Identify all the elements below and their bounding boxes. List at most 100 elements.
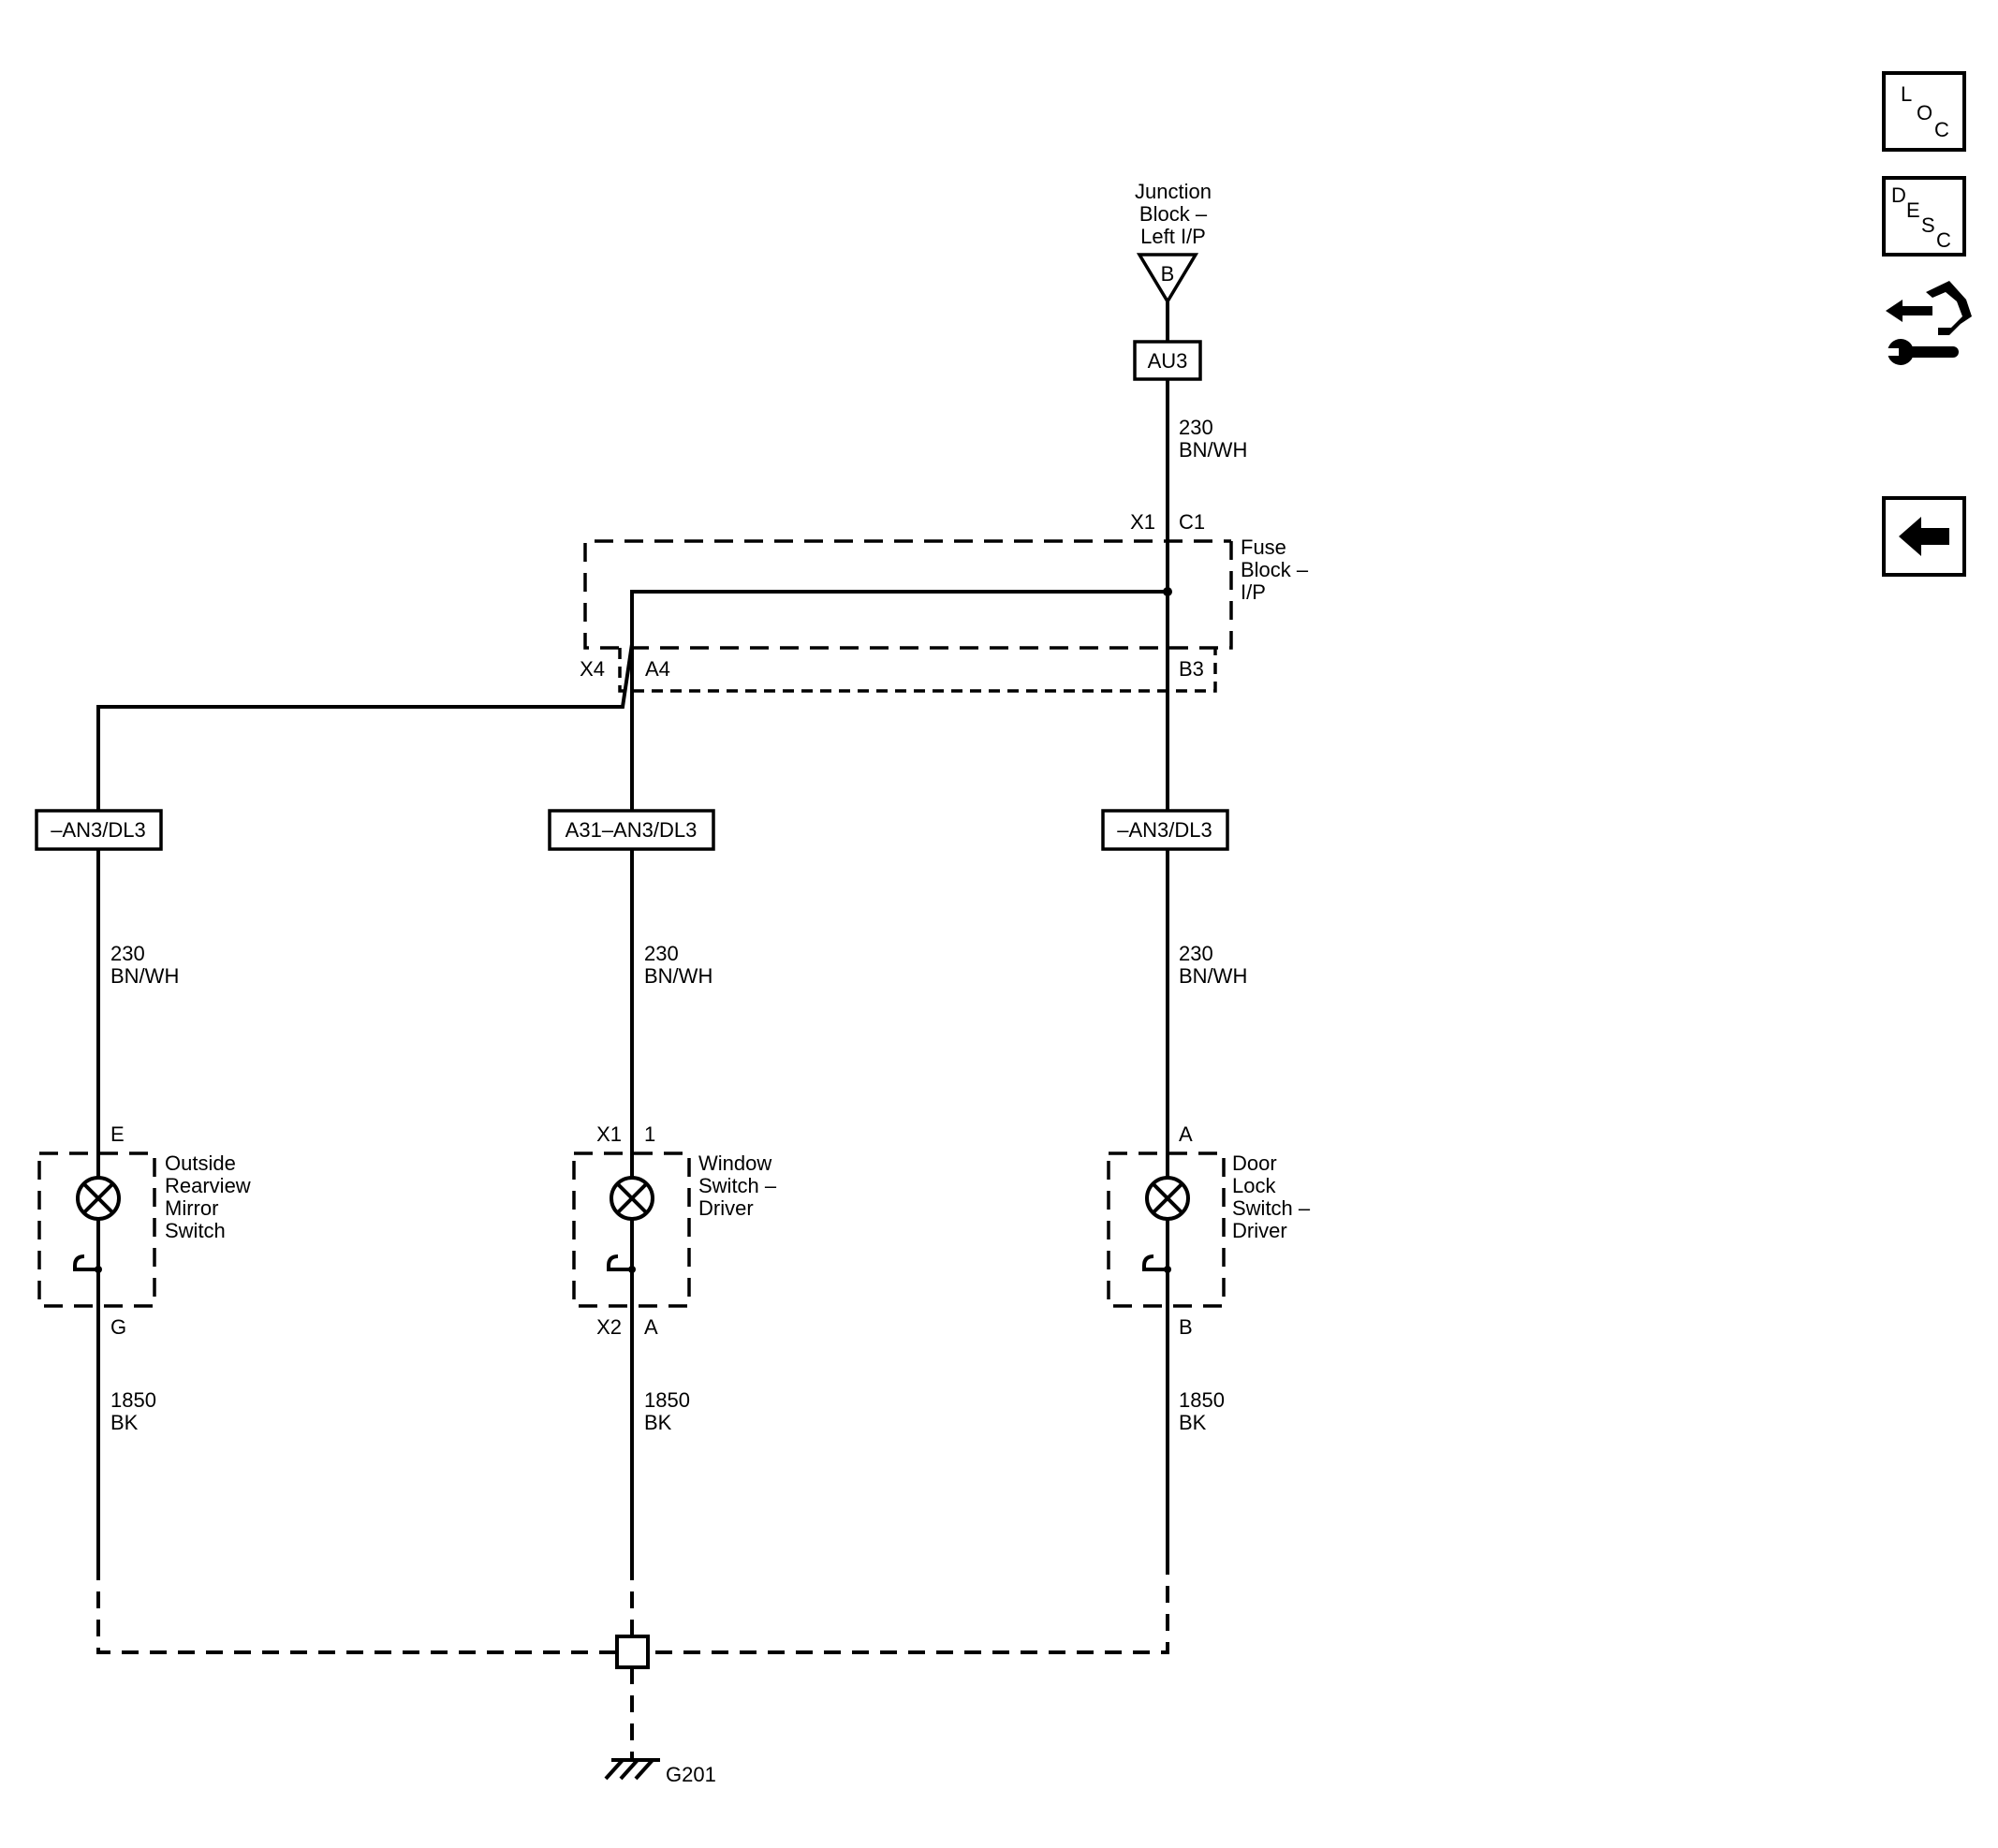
junction-block-pin: B	[1161, 262, 1175, 286]
left-label-2: Rearview	[165, 1174, 251, 1197]
wrench-handle	[1901, 346, 1959, 358]
right-label-2: Lock	[1232, 1174, 1276, 1197]
wire-left-upper-color: BN/WH	[110, 964, 179, 988]
desc-letter-s: S	[1921, 213, 1935, 237]
fuse-block-in-connector: X1	[1130, 510, 1155, 534]
fuse-block-label-3: I/P	[1241, 580, 1266, 604]
fuse-block-out-connector-a: X4	[580, 657, 605, 681]
fuse-block-label-2: Block –	[1241, 558, 1309, 581]
fuse-block-outline	[583, 539, 1233, 650]
back-arrow-shape	[1899, 517, 1949, 556]
loc-button[interactable]: L O C	[1882, 71, 1966, 152]
junction-block-label-2: Block –	[1139, 202, 1208, 226]
left-illumination-return-icon	[73, 1254, 98, 1271]
middle-bottom-connector: X2	[596, 1315, 622, 1339]
ground-tick-3	[634, 1758, 654, 1781]
fuse-block-label-1: Fuse	[1241, 535, 1286, 559]
left-node-dot	[95, 1266, 102, 1273]
left-component-outline	[37, 1151, 156, 1308]
junction-block-label-1: Junction	[1135, 180, 1212, 203]
ground-tick-2	[619, 1758, 639, 1781]
middle-top-connector: X1	[596, 1122, 622, 1146]
right-node-dot	[1164, 1266, 1171, 1273]
connector-arrow-left	[1886, 300, 1932, 322]
left-lamp-x2	[82, 1182, 114, 1214]
wire-right-lower-circuit: 1850	[1179, 1388, 1225, 1412]
middle-top-pin: 1	[644, 1122, 655, 1146]
ground-splice-box	[615, 1635, 650, 1669]
ground-tick-1	[604, 1758, 624, 1781]
right-lamp-x2	[1152, 1182, 1183, 1214]
connector-left-label: –AN3/DL3	[51, 818, 146, 842]
wire-fuse-internal-bus	[630, 590, 1168, 820]
wire-middle-upper-color: BN/WH	[644, 964, 713, 988]
ground-symbol-icon	[604, 1758, 660, 1781]
loc-letter-o: O	[1917, 101, 1932, 125]
wire-top-color: BN/WH	[1179, 438, 1247, 462]
connector-hand-shape	[1926, 281, 1972, 335]
right-illumination-return-icon	[1142, 1254, 1168, 1271]
connector-au3	[1133, 340, 1202, 381]
wire-left-lower-circuit: 1850	[110, 1388, 156, 1412]
connector-right-label: –AN3/DL3	[1117, 818, 1212, 842]
wire-x4-branch	[96, 643, 634, 820]
wire-middle-lower-color: BK	[644, 1411, 672, 1434]
component-window-switch-driver: X1 1 Window Switch – Driver X2 A	[572, 1122, 777, 1339]
left-bottom-pin: G	[110, 1315, 126, 1339]
middle-illumination-return-icon	[607, 1254, 632, 1271]
connector-tool-icon[interactable]	[1886, 281, 1972, 365]
component-door-lock-switch-driver: A Door Lock Switch – Driver B	[1107, 1122, 1311, 1339]
right-label-4: Driver	[1232, 1219, 1287, 1242]
right-bottom-pin: B	[1179, 1315, 1193, 1339]
connector-right	[1101, 809, 1229, 851]
connector-au3-label: AU3	[1148, 349, 1188, 373]
fuse-block-in-pin: C1	[1179, 510, 1205, 534]
right-label-1: Door	[1232, 1151, 1277, 1175]
fuse-block-out-pin-b: B3	[1179, 657, 1204, 681]
desc-button[interactable]: D E S C	[1882, 176, 1966, 257]
loc-letter-l: L	[1901, 82, 1912, 106]
connector-middle-label: A31–AN3/DL3	[566, 818, 698, 842]
left-label-3: Mirror	[165, 1196, 218, 1220]
junction-block-triangle	[1136, 253, 1199, 305]
wrench-jaw	[1886, 348, 1899, 356]
left-label-4: Switch	[165, 1219, 226, 1242]
connector-middle	[548, 809, 715, 851]
middle-lamp-x2	[616, 1182, 648, 1214]
wire-top-circuit: 230	[1179, 416, 1213, 439]
desc-icon[interactable]	[1882, 176, 1966, 257]
left-label-1: Outside	[165, 1151, 236, 1175]
middle-bottom-pin: A	[644, 1315, 658, 1339]
fuse-block-connector-outline	[618, 648, 1217, 693]
left-top-pin: E	[110, 1122, 125, 1146]
wire-left-lower-color: BK	[110, 1411, 139, 1434]
right-label-3: Switch –	[1232, 1196, 1311, 1220]
right-component-outline	[1107, 1151, 1226, 1308]
middle-component-outline	[572, 1151, 691, 1308]
right-top-pin: A	[1179, 1122, 1193, 1146]
wire-middle-upper-circuit: 230	[644, 942, 679, 965]
fuse-block-out-pin-a: A4	[645, 657, 670, 681]
component-outside-rearview-mirror-switch: E Outside Rearview Mirror Switch G	[37, 1122, 251, 1339]
wire-left-upper-circuit: 230	[110, 942, 145, 965]
wire-right-upper-circuit: 230	[1179, 942, 1213, 965]
desc-letter-e: E	[1906, 198, 1920, 222]
wrench-head	[1888, 339, 1914, 365]
middle-label-3: Driver	[698, 1196, 754, 1220]
back-button[interactable]	[1882, 496, 1966, 577]
desc-letter-d: D	[1891, 183, 1906, 207]
middle-node-dot	[628, 1266, 636, 1273]
loc-letter-c: C	[1934, 118, 1949, 141]
junction-block-label-3: Left I/P	[1140, 225, 1206, 248]
middle-label-2: Switch –	[698, 1174, 777, 1197]
ground-label: G201	[666, 1763, 716, 1786]
loc-icon[interactable]	[1882, 71, 1966, 152]
desc-letter-c: C	[1936, 228, 1951, 252]
middle-label-1: Window	[698, 1151, 771, 1175]
splice-dot	[1163, 587, 1172, 596]
junction-block: Junction Block – Left I/P B	[1135, 180, 1212, 305]
wire-right-lower-color: BK	[1179, 1411, 1207, 1434]
wire-middle-lower-circuit: 1850	[644, 1388, 690, 1412]
wire-right-upper-color: BN/WH	[1179, 964, 1247, 988]
